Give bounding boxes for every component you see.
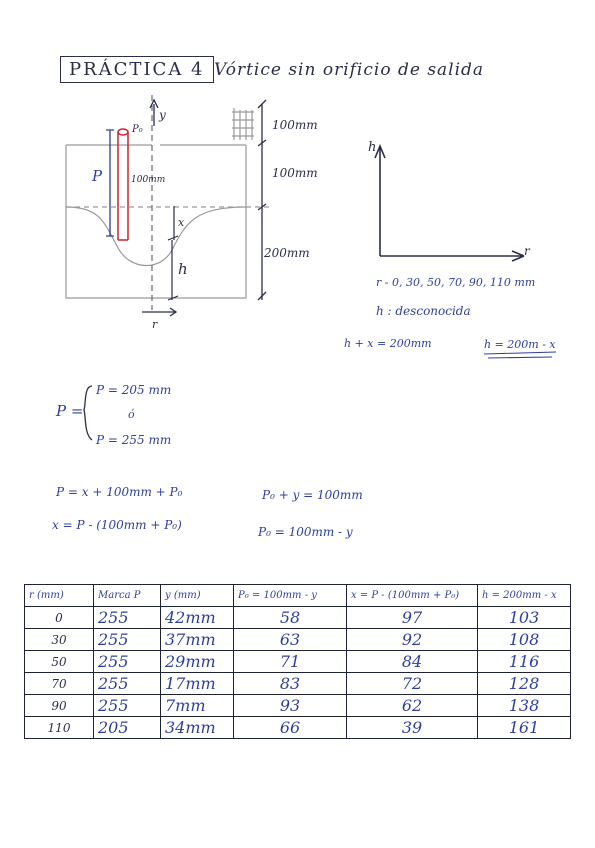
header-h: h = 200mm - x bbox=[477, 584, 571, 607]
graph-y-label: h bbox=[368, 140, 377, 155]
cell-p0: 93 bbox=[233, 694, 347, 717]
eq-h-answer: h = 200m - x bbox=[484, 338, 556, 351]
cell-p0: 63 bbox=[233, 628, 347, 651]
r-values: r - 0, 30, 50, 70, 90, 110 mm bbox=[376, 276, 536, 289]
header-p0: P₀ = 100mm - y bbox=[233, 584, 347, 607]
x-label: x bbox=[178, 216, 185, 229]
p-brace bbox=[83, 385, 93, 441]
results-table: r (mm) Marca P y (mm) P₀ = 100mm - y x =… bbox=[24, 584, 571, 739]
cell-p: 255 bbox=[93, 694, 161, 717]
cell-x: 97 bbox=[346, 606, 478, 629]
r-arrow bbox=[142, 307, 178, 317]
cell-h: 103 bbox=[477, 606, 571, 629]
cell-y: 37mm bbox=[160, 628, 234, 651]
cell-r: 50 bbox=[24, 650, 94, 673]
cell-r: 30 bbox=[24, 628, 94, 651]
page-subtitle: Vórtice sin orificio de salida bbox=[214, 60, 485, 80]
cell-p: 255 bbox=[93, 672, 161, 695]
dim-top: 100mm bbox=[272, 118, 318, 132]
cell-y: 29mm bbox=[160, 650, 234, 673]
cell-p0: 66 bbox=[233, 716, 347, 739]
graph-x-label: r bbox=[524, 244, 530, 258]
table-row: 70 255 17mm 83 72 128 bbox=[24, 672, 571, 695]
cell-y: 7mm bbox=[160, 694, 234, 717]
cell-y: 42mm bbox=[160, 606, 234, 629]
cell-h: 116 bbox=[477, 650, 571, 673]
p-bracket bbox=[106, 129, 114, 237]
header-y: y (mm) bbox=[160, 584, 234, 607]
answer-underline bbox=[483, 351, 557, 359]
cell-h: 138 bbox=[477, 694, 571, 717]
tank-outline bbox=[65, 108, 272, 299]
cell-p: 205 bbox=[93, 716, 161, 739]
p-equals: P = bbox=[56, 402, 84, 420]
eq-line-1: P = x + 100mm + P₀ bbox=[56, 485, 183, 499]
cell-x: 84 bbox=[346, 650, 478, 673]
table-row: 50 255 29mm 71 84 116 bbox=[24, 650, 571, 673]
y-label: y bbox=[159, 108, 166, 122]
table-row: 0 255 42mm 58 97 103 bbox=[24, 606, 571, 629]
cell-p: 255 bbox=[93, 606, 161, 629]
cell-y: 34mm bbox=[160, 716, 234, 739]
cell-p0: 71 bbox=[233, 650, 347, 673]
r-label: r bbox=[152, 318, 158, 331]
p-length-label: 100mm bbox=[131, 175, 166, 185]
p0-label: P₀ bbox=[132, 124, 143, 135]
h-unknown: h : desconocida bbox=[376, 304, 471, 318]
p-or: ó bbox=[128, 408, 135, 421]
title-box: PRÁCTICA 4 bbox=[60, 56, 214, 83]
cell-r: 70 bbox=[24, 672, 94, 695]
cell-p0: 83 bbox=[233, 672, 347, 695]
cell-r: 90 bbox=[24, 694, 94, 717]
eq-line-4: P₀ = 100mm - y bbox=[258, 525, 353, 539]
table-header-row: r (mm) Marca P y (mm) P₀ = 100mm - y x =… bbox=[24, 584, 571, 607]
dim-mid: 100mm bbox=[272, 166, 318, 180]
header-marca-p: Marca P bbox=[93, 584, 161, 607]
eq-line-2: x = P - (100mm + P₀) bbox=[52, 518, 182, 532]
cell-p0: 58 bbox=[233, 606, 347, 629]
header-r: r (mm) bbox=[24, 584, 94, 607]
h-label: h bbox=[178, 260, 188, 278]
eq-h-plus-x: h + x = 200mm bbox=[344, 337, 432, 350]
x-h-markers bbox=[167, 206, 179, 301]
cell-x: 92 bbox=[346, 628, 478, 651]
cell-h: 128 bbox=[477, 672, 571, 695]
table-row: 90 255 7mm 93 62 138 bbox=[24, 694, 571, 717]
cell-h: 108 bbox=[477, 628, 571, 651]
h-r-axes bbox=[374, 143, 525, 262]
cell-x: 72 bbox=[346, 672, 478, 695]
y-arrow bbox=[149, 98, 159, 126]
table-row: 30 255 37mm 63 92 108 bbox=[24, 628, 571, 651]
table-row: 110 205 34mm 66 39 161 bbox=[24, 716, 571, 739]
dimension-lines bbox=[257, 99, 267, 301]
title-text: PRÁCTICA 4 bbox=[69, 59, 205, 80]
dim-bottom: 200mm bbox=[264, 246, 310, 260]
p-option-2: P = 255 mm bbox=[96, 433, 172, 447]
cell-r: 110 bbox=[24, 716, 94, 739]
pitot-tube bbox=[117, 128, 129, 241]
cell-x: 39 bbox=[346, 716, 478, 739]
cell-p: 255 bbox=[93, 650, 161, 673]
cell-p: 255 bbox=[93, 628, 161, 651]
eq-line-3: P₀ + y = 100mm bbox=[262, 488, 363, 502]
cell-x: 62 bbox=[346, 694, 478, 717]
p-option-1: P = 205 mm bbox=[96, 383, 172, 397]
cell-r: 0 bbox=[24, 606, 94, 629]
cell-h: 161 bbox=[477, 716, 571, 739]
cell-y: 17mm bbox=[160, 672, 234, 695]
header-x: x = P - (100mm + P₀) bbox=[346, 584, 478, 607]
p-label: P bbox=[92, 167, 103, 185]
